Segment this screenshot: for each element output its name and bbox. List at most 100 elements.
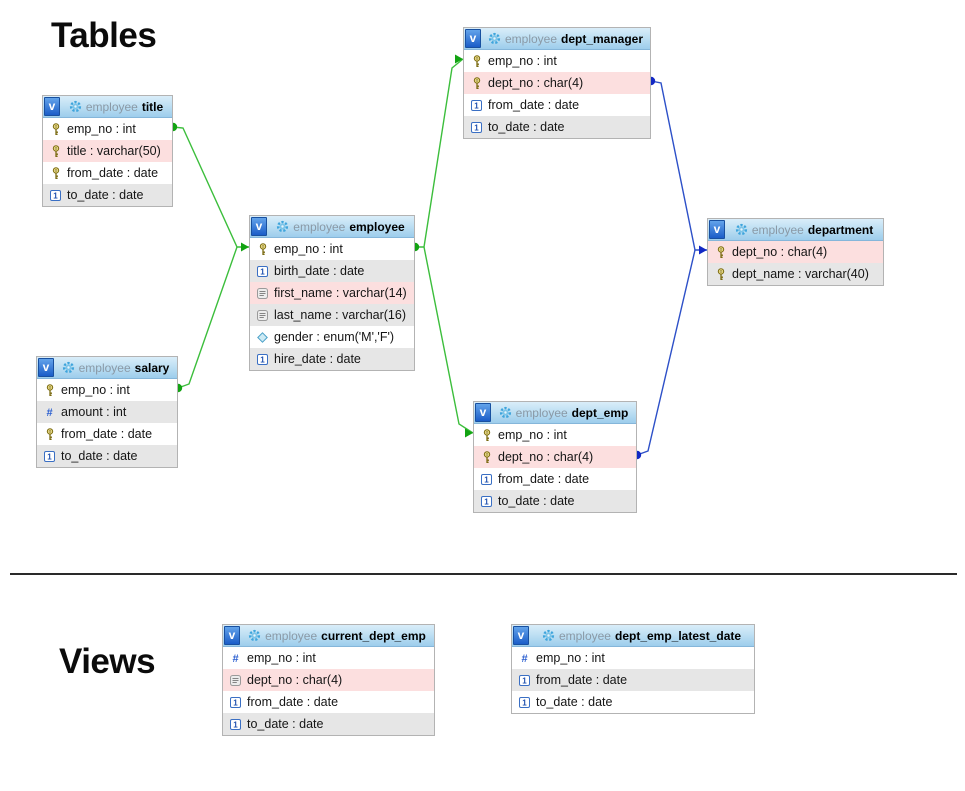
key-icon	[49, 166, 62, 180]
connector-arrow	[699, 245, 707, 255]
entity-name: dept_emp_latest_date	[614, 628, 742, 643]
entity-header-title: employee salary	[54, 361, 177, 375]
view-badge: v	[38, 358, 54, 377]
svg-text:1: 1	[484, 497, 489, 506]
entity-header[interactable]: v employee dept_emp_latest_date	[512, 625, 754, 647]
number-icon: #	[518, 653, 531, 664]
column-row[interactable]: dept_no : char(4)	[474, 446, 636, 468]
enum-icon	[256, 331, 269, 343]
entity-header[interactable]: v employee salary	[37, 357, 177, 379]
column-text: from_date : date	[61, 427, 153, 441]
view-badge: v	[224, 626, 240, 645]
column-row[interactable]: 1 from_date : date	[474, 468, 636, 490]
svg-text:1: 1	[53, 191, 58, 200]
entity-header[interactable]: v employee title	[43, 96, 172, 118]
date-icon: 1	[229, 718, 242, 730]
column-row[interactable]: from_date : date	[43, 162, 172, 184]
entity-name: dept_emp	[571, 405, 629, 420]
date-icon: 1	[470, 121, 483, 133]
entity-header-title: employee dept_emp_latest_date	[529, 629, 754, 643]
text-icon	[229, 674, 242, 686]
column-row[interactable]: # emp_no : int	[512, 647, 754, 669]
svg-text:#: #	[521, 653, 527, 664]
column-row[interactable]: dept_no : char(4)	[464, 72, 650, 94]
entity-department[interactable]: v employee department dept_no : char(4) d…	[707, 218, 884, 286]
column-row[interactable]: dept_name : varchar(40)	[708, 263, 883, 285]
entity-header-title: employee department	[725, 223, 883, 237]
entity-header[interactable]: v employee dept_emp	[474, 402, 636, 424]
key-icon	[49, 122, 62, 136]
column-row[interactable]: #emp_no : int	[223, 647, 434, 669]
entity-salary[interactable]: v employee salary emp_no : int#amount : …	[36, 356, 178, 468]
entity-header[interactable]: v employee current_dept_emp	[223, 625, 434, 647]
column-text: emp_no : int	[536, 651, 605, 665]
column-row[interactable]: emp_no : int	[464, 50, 650, 72]
column-row[interactable]: emp_no : int	[37, 379, 177, 401]
entity-schema: employee	[504, 31, 557, 46]
entity-schema: employee	[265, 628, 318, 643]
date-icon: 1	[480, 473, 493, 485]
view-badge: v	[475, 403, 491, 422]
column-text: from_date : date	[247, 695, 339, 709]
date-icon: 1	[49, 189, 62, 201]
view-badge: v	[465, 29, 481, 48]
column-text: to_date : date	[488, 120, 565, 134]
entity-header-title: employee employee	[267, 220, 414, 234]
column-row[interactable]: from_date : date	[37, 423, 177, 445]
column-row[interactable]: emp_no : int	[250, 238, 414, 260]
column-row[interactable]: emp_no : int	[474, 424, 636, 446]
column-row[interactable]: #amount : int	[37, 401, 177, 423]
column-row[interactable]: title : varchar(50)	[43, 140, 172, 162]
svg-text:1: 1	[260, 355, 265, 364]
entity-header[interactable]: v employee employee	[250, 216, 414, 238]
column-row[interactable]: dept_no : char(4)	[223, 669, 434, 691]
key-icon	[470, 76, 483, 90]
key-icon	[49, 144, 62, 158]
column-row[interactable]: dept_no : char(4)	[708, 241, 883, 263]
column-text: gender : enum('M','F')	[274, 330, 395, 344]
entity-header-title: employee dept_emp	[491, 406, 636, 420]
column-text: to_date : date	[61, 449, 138, 463]
column-row[interactable]: last_name : varchar(16)	[250, 304, 414, 326]
connector-arrow	[465, 428, 473, 438]
entity-dept_emp_latest_date[interactable]: v employee dept_emp_latest_date # emp_no …	[511, 624, 755, 714]
svg-text:1: 1	[233, 720, 238, 729]
entity-schema: employee	[78, 360, 131, 375]
column-row[interactable]: gender : enum('M','F')	[250, 326, 414, 348]
key-icon	[256, 242, 269, 256]
column-text: dept_name : varchar(40)	[732, 267, 869, 281]
entity-columns: emp_no : int#amount : int from_date : dat…	[37, 379, 177, 467]
entity-header[interactable]: v employee department	[708, 219, 883, 241]
column-row[interactable]: 1 to_date : date	[464, 116, 650, 138]
column-row[interactable]: emp_no : int	[43, 118, 172, 140]
entity-header[interactable]: v employee dept_manager	[464, 28, 650, 50]
column-text: from_date : date	[67, 166, 159, 180]
key-icon	[43, 427, 56, 441]
view-badge: v	[44, 97, 60, 116]
column-text: from_date : date	[498, 472, 590, 486]
entity-header-title: employee title	[60, 100, 172, 114]
entity-current_dept_emp[interactable]: v employee current_dept_emp #emp_no : in…	[222, 624, 435, 736]
column-row[interactable]: first_name : varchar(14)	[250, 282, 414, 304]
gear-icon	[542, 629, 555, 642]
view-badge: v	[513, 626, 529, 645]
entity-name: title	[141, 99, 164, 114]
